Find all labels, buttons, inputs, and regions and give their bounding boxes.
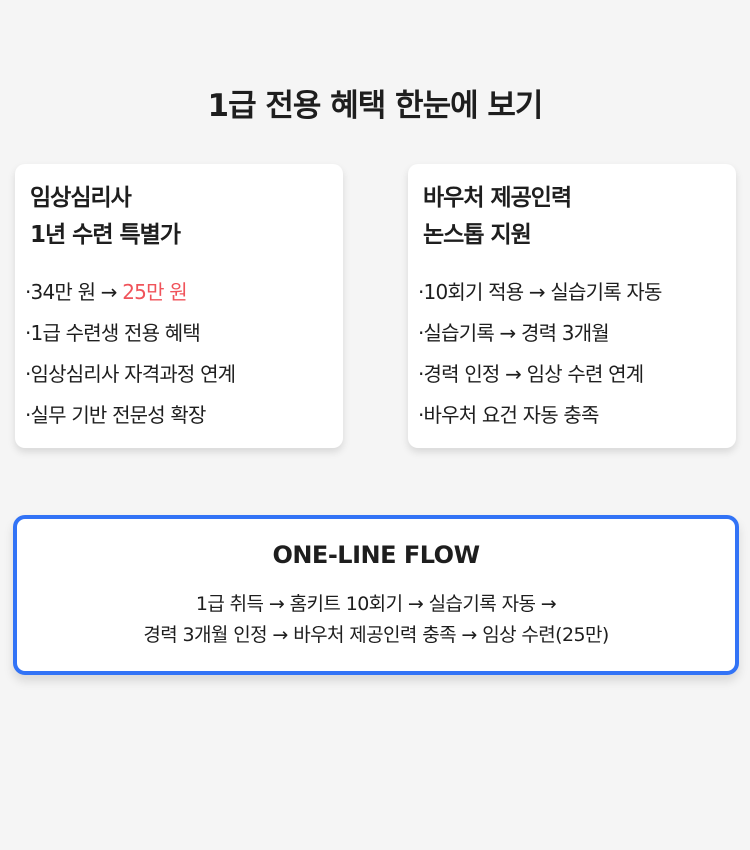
list-item: ·바우처 요건 자동 충족 xyxy=(418,403,599,427)
list-item: ·경력 인정 → 임상 수련 연계 xyxy=(418,362,644,386)
list-item: ·실습기록 → 경력 3개월 xyxy=(418,321,610,345)
list-item: ·임상심리사 자격과정 연계 xyxy=(25,362,236,386)
benefit-list: ·34만 원 → 25만 원 ·1급 수련생 전용 혜택 ·임상심리사 자격과정… xyxy=(25,272,236,436)
price-item: ·34만 원 → 25만 원 xyxy=(25,280,188,304)
list-item: ·실무 기반 전문성 확장 xyxy=(25,403,206,427)
benefit-list: ·10회기 적용 → 실습기록 자동 ·실습기록 → 경력 3개월 ·경력 인정… xyxy=(418,272,662,436)
flow-description: 1급 취득 → 홈키트 10회기 → 실습기록 자동 → 경력 3개월 인정 →… xyxy=(143,593,609,646)
list-item: ·1급 수련생 전용 혜택 xyxy=(25,321,201,345)
discount-price: 25만 원 xyxy=(122,280,187,304)
page-title: 1급 전용 혜택 한눈에 보기 xyxy=(207,88,544,124)
list-item: ·10회기 적용 → 실습기록 자동 xyxy=(418,280,662,304)
one-line-flow-box: ONE-LINE FLOW 1급 취득 → 홈키트 10회기 → 실습기록 자동… xyxy=(13,515,739,675)
flow-title: ONE-LINE FLOW xyxy=(272,541,480,569)
